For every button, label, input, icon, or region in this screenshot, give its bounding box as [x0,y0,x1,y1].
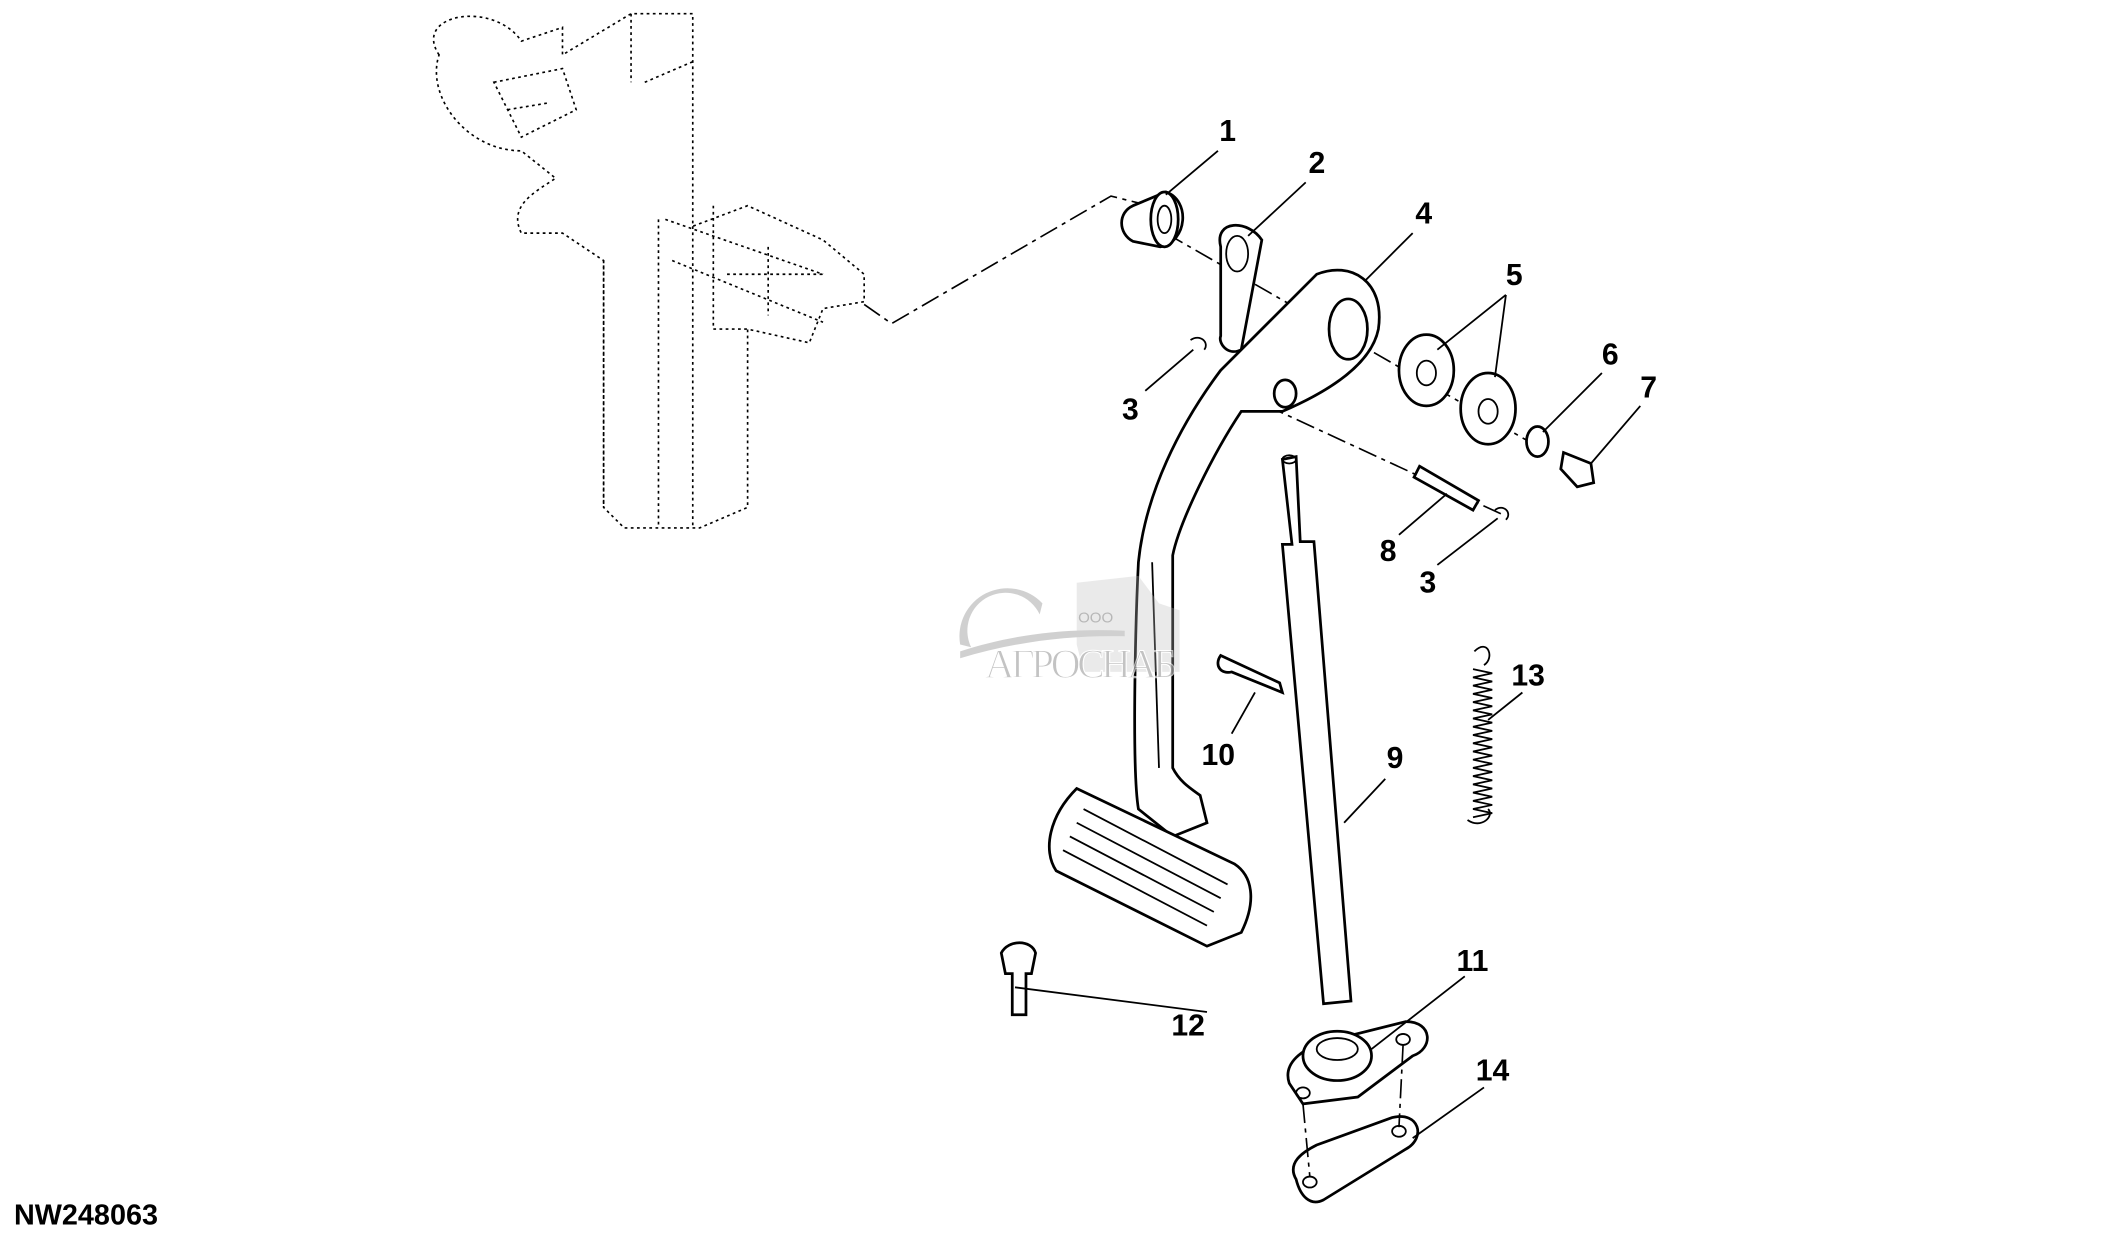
callout-10: 10 [1201,739,1235,772]
callout-5: 5 [1506,259,1523,292]
callout-14: 14 [1476,1055,1510,1088]
callout-12: 12 [1171,1009,1205,1042]
callout-9: 9 [1387,742,1404,775]
part-2-plate [1218,224,1264,353]
figure-code: NW248063 [14,1200,158,1232]
part-3-clip [1190,336,1207,351]
callout-2: 2 [1308,147,1325,180]
mount-centerline [1302,1044,1404,1177]
assembly-centerline [863,195,1139,325]
watermark-name: АГРОСНАБ [985,640,1177,686]
part-1-bushing [1120,190,1185,249]
part-12-bolt [999,941,1037,1017]
callout-leaders [1014,150,1641,1139]
callout-7: 7 [1640,372,1657,405]
part-7-bolt [1559,450,1596,489]
part-13-spring [1467,645,1493,825]
part-4-pedal-arm [1133,268,1381,839]
part-9-rod [1280,454,1353,1006]
callout-11: 11 [1457,945,1489,978]
part-3-clip [1494,506,1510,521]
callout-4: 4 [1415,198,1432,231]
callout-13: 13 [1511,660,1545,693]
watermark-logo: ООО АГРОСНАБ [959,575,1180,687]
part-6-washer [1525,425,1550,459]
part-11-bearing [1286,1020,1429,1106]
part-10-pin [1216,653,1285,695]
callout-3: 3 [1420,566,1437,599]
pedal-pad [1047,786,1253,948]
part-5-spacers [1397,333,1517,446]
frame-ghost-outline [432,12,865,529]
watermark-prefix: ООО [1078,610,1113,627]
callout-3: 3 [1122,394,1139,427]
callout-8: 8 [1380,535,1397,568]
callout-1: 1 [1219,115,1236,148]
part-14-gasket [1291,1115,1419,1204]
part-8-pin [1412,464,1481,512]
callout-6: 6 [1602,339,1619,372]
